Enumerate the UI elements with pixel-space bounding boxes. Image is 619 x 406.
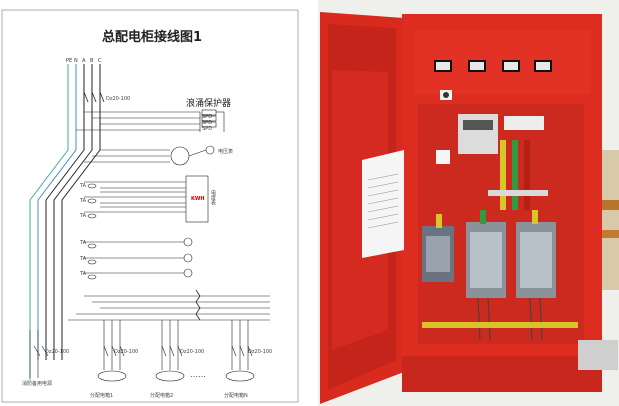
bus-label-b: B [90, 58, 94, 64]
surge-protector-label: 浪涌保护器 [186, 99, 232, 109]
main-breaker-rating: Dz20-100 [106, 96, 131, 102]
distribution-cabinet-illustration [318, 0, 619, 406]
bus-label-a: A [82, 58, 86, 64]
ct-label-2: TA [80, 198, 87, 204]
outgoing-label-fire: 消防备用电源 [22, 381, 53, 387]
ct-label-4: TA [80, 240, 87, 246]
kwh-label: KWH [191, 196, 205, 202]
bus-label-n: N [74, 58, 78, 64]
spd-label-2: SPD [202, 120, 213, 126]
cabinet-photo [318, 0, 619, 406]
kwh-side-label: 电度表 [210, 190, 216, 205]
outgoing-label-1: 分配电箱1 [90, 393, 114, 399]
bus-label-pe: PE [66, 58, 73, 64]
spd-label-3: SPD [202, 126, 213, 132]
bus-label-c: C [98, 58, 102, 64]
breaker-rating-fire: Dz20-100 [45, 349, 70, 355]
ct-label-1: TA [80, 183, 87, 189]
outgoing-label-2: 分配电箱2 [150, 393, 174, 399]
spd-label-1: SPD [202, 114, 213, 120]
wiring-diagram-panel: 总配电柜接线图1 浪涌保护器 PE N A B C Dz20-100 SPD S… [0, 0, 300, 406]
outgoing-label-n: 分配电箱N [224, 393, 248, 399]
ellipsis: …… [190, 370, 206, 379]
ct-label-3: TA [80, 213, 87, 219]
breaker-rating-n: Dz20-100 [248, 349, 273, 355]
wiring-lines [1, 9, 299, 403]
diagram-title: 总配电柜接线图1 [101, 30, 203, 45]
breaker-rating-2: Dz20-100 [180, 349, 205, 355]
ct-label-6: TA [80, 271, 87, 277]
ct-label-5: TA [80, 256, 87, 262]
voltmeter-label: 电压表 [218, 149, 234, 155]
breaker-rating-1: Dz20-100 [114, 349, 139, 355]
